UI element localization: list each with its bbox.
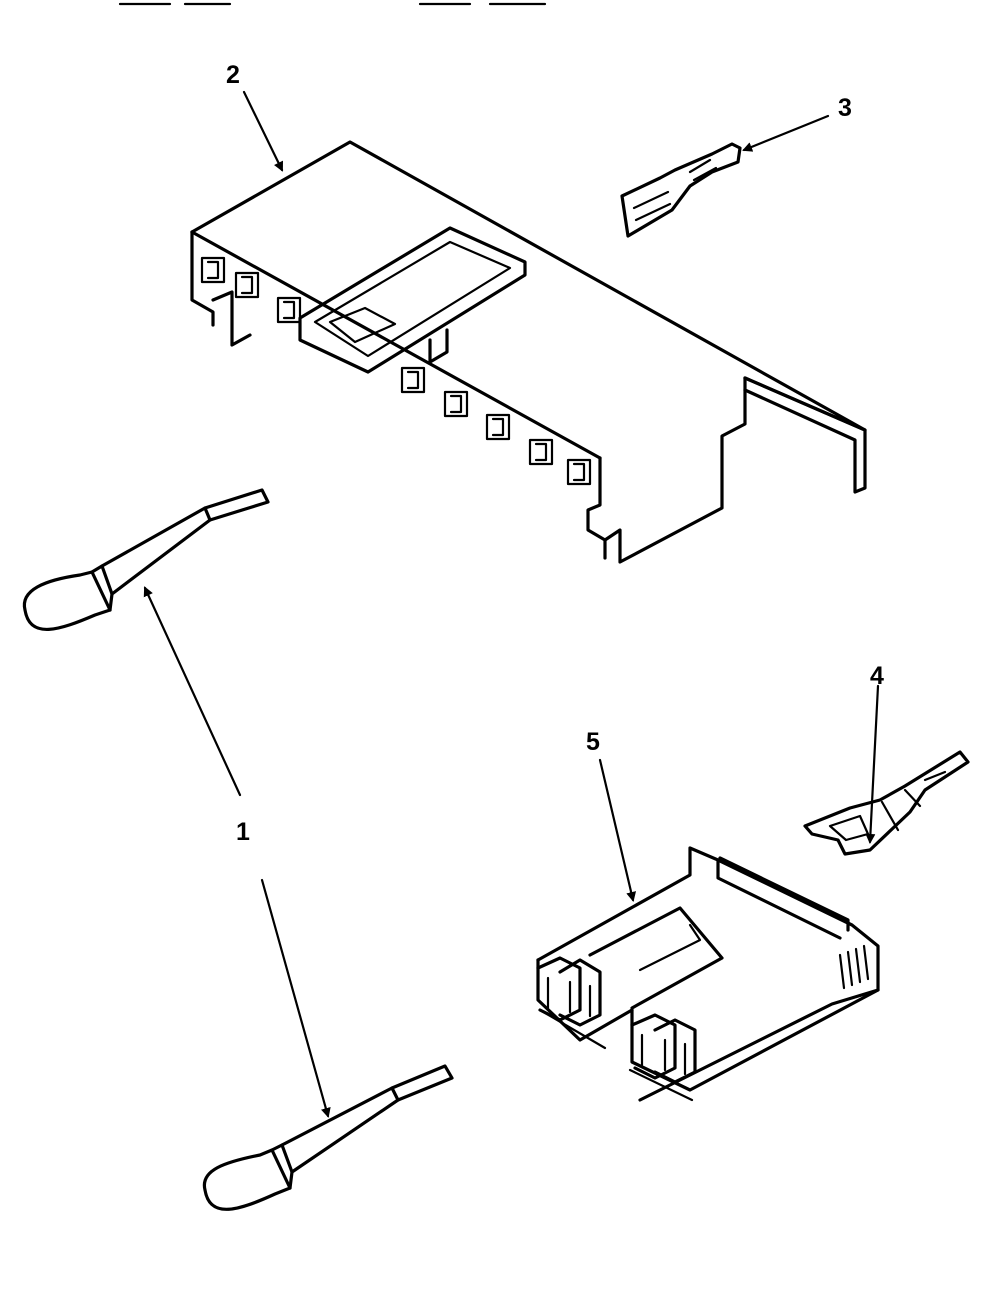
leader-2 [242, 90, 284, 172]
callout-2: 2 [226, 61, 240, 89]
callout-3: 3 [838, 94, 852, 122]
part-3-terminal [620, 142, 742, 238]
part-5-connector-housing [536, 846, 880, 1102]
leader-1-lower [260, 878, 331, 1118]
leader-1-upper [143, 586, 242, 797]
part-2-terminal-housing [190, 140, 867, 564]
leader-lines [143, 90, 880, 1118]
part-1-probe-upper [22, 488, 270, 632]
callout-labels: 2 3 4 5 1 [226, 61, 884, 846]
callout-1: 1 [236, 818, 250, 846]
part-1-probe-lower [202, 1064, 454, 1211]
leader-5 [598, 758, 637, 902]
leader-3 [742, 114, 830, 152]
part-4-terminal [803, 750, 970, 856]
callout-4: 4 [870, 662, 884, 690]
callout-5: 5 [586, 728, 600, 756]
leader-4 [865, 684, 880, 844]
